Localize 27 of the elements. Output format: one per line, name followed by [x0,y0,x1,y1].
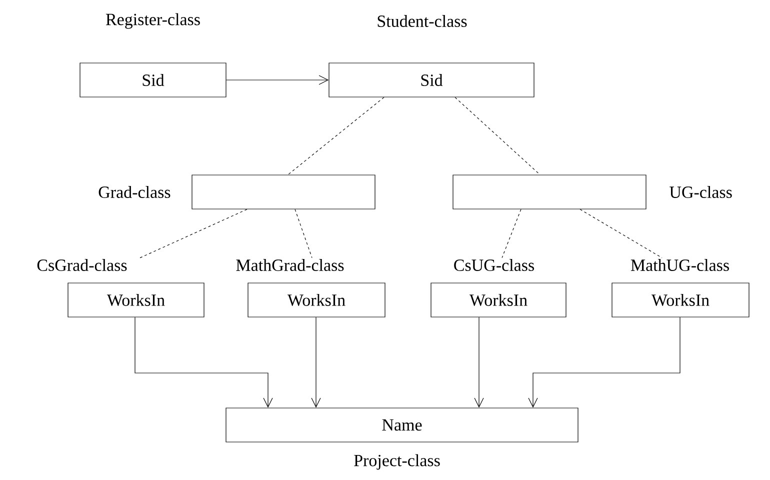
arrow [134,317,273,408]
class-heading: Student-class [378,15,467,27]
connector-line [580,209,662,258]
arrow [528,317,680,408]
class-heading: CsUG-class [454,259,534,271]
connector-line [502,209,522,258]
class-heading: Register-class [106,13,200,29]
class-heading: MathGrad-class [236,259,344,271]
connector-line [288,97,384,175]
class-box: Sid [328,62,534,98]
connector-line [454,97,540,175]
class-heading: Grad-class [98,186,170,198]
class-box: Sid [80,62,226,98]
class-heading: MathUG-class [630,259,729,271]
class-box: WorksIn [612,282,750,318]
class-box: WorksIn [430,282,566,318]
class-heading: Project-class [354,454,440,470]
class-box: WorksIn [248,282,386,318]
class-box: Name [226,408,578,442]
class-box: WorksIn [68,282,204,318]
arrow [474,317,484,408]
class-heading: CsGrad-class [37,259,127,271]
arrow [226,75,329,85]
connector-line [294,209,312,258]
connector-line [140,209,248,258]
arrow [311,317,321,408]
class-heading: UG-class [670,186,732,198]
